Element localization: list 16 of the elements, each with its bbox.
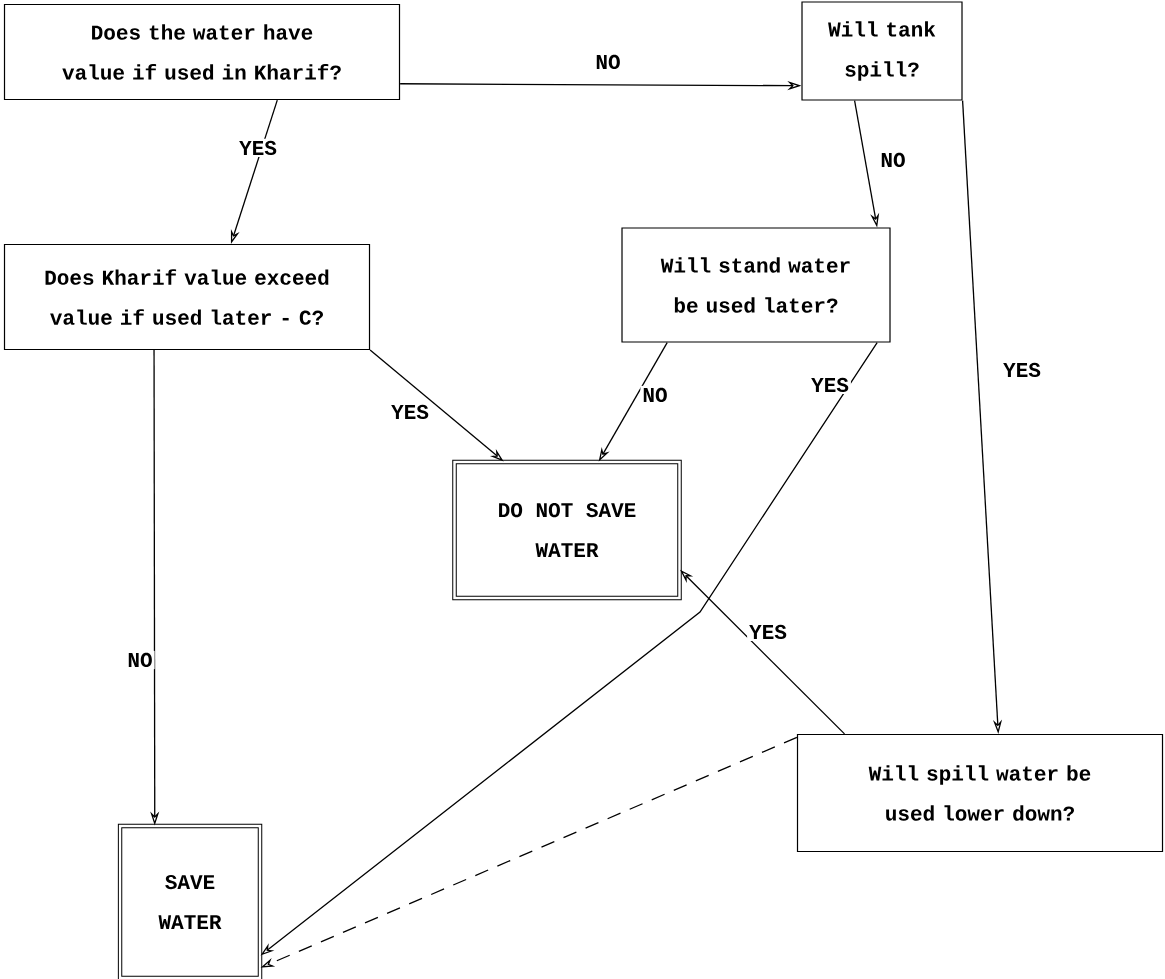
decision-box: Does Kharif value exceed value if used later - C? [3, 243, 371, 351]
decision-box: Will tank spill? [801, 1, 963, 101]
edge-label: NO [640, 385, 670, 405]
terminal-box: DO NOT SAVE WATER [452, 459, 682, 601]
edge-label: YES [1001, 360, 1043, 380]
edge-label: NO [593, 52, 623, 72]
decision-box: Does the water have value if used in Kharif? [3, 3, 401, 101]
terminal-box: SAVE WATER [117, 823, 263, 979]
edge-label: NO [125, 650, 155, 670]
edge-label: YES [809, 375, 851, 395]
edge-label: YES [237, 138, 279, 158]
decision-box: Will stand water be used later? [621, 227, 891, 343]
edge-label: YES [747, 622, 789, 642]
edge-label: NO [878, 150, 908, 170]
edge-label: YES [389, 402, 431, 422]
decision-box: Will spill water be used lower down? [796, 733, 1164, 853]
